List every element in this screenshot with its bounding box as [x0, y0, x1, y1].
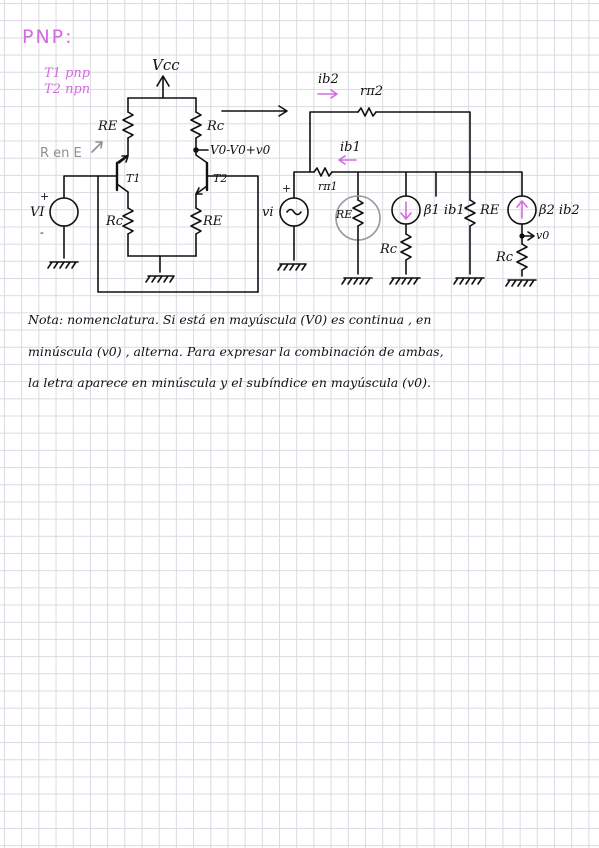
- beta1-label: β1 ib1: [424, 203, 465, 218]
- re-top-resistor: [122, 111, 134, 139]
- note-line-2: minúscula (v0) , alterna. Para expresar …: [28, 344, 444, 359]
- re-bottom-label: RE: [203, 214, 223, 229]
- transform-arrow: [221, 105, 288, 117]
- re2-label: RE: [480, 203, 500, 218]
- note-line-3: la letra aparece en minúscula y el subín…: [28, 375, 431, 390]
- vcc-label: Vcc: [152, 56, 180, 74]
- r-en-e-annotation: R en E: [40, 146, 82, 161]
- t2-type-note: T2 npn: [44, 82, 91, 97]
- vin-source: [49, 197, 79, 227]
- rpi2-resistor: [357, 107, 377, 117]
- t2-label: T2: [213, 172, 228, 185]
- vin-plus: +: [40, 190, 50, 203]
- rc2-label: Rc: [496, 250, 514, 265]
- vi-label: vi: [262, 205, 274, 220]
- vin-minus: -: [40, 226, 44, 239]
- vo-label: v0: [536, 229, 550, 242]
- vin-ground: [47, 261, 79, 269]
- re-top-label: RE: [98, 119, 118, 134]
- rpi2-label: rπ2: [360, 84, 384, 99]
- ib1-label: ib1: [340, 140, 361, 155]
- ib2-arrow: [317, 89, 338, 99]
- r-en-e-arrow: [91, 141, 103, 153]
- page-title: PNP:: [22, 26, 74, 48]
- ib1-arrow: [338, 155, 357, 165]
- vin-label: VI: [30, 205, 45, 220]
- rc-top-resistor: [190, 111, 202, 139]
- re2-resistor: [464, 199, 476, 227]
- t2-transistor: [195, 161, 259, 293]
- vout-label: V0-V0+v0: [210, 143, 271, 157]
- rc2-resistor: [516, 243, 528, 271]
- beta2-label: β2 ib2: [539, 203, 580, 218]
- rpi1-resistor: [313, 167, 333, 177]
- ib2-label: ib2: [318, 72, 339, 87]
- small-signal-circuit: [277, 89, 537, 287]
- t1-transistor: [63, 155, 129, 199]
- re-circled-label: RE: [336, 208, 353, 221]
- t1-type-note: T1 pnp: [44, 66, 91, 81]
- re-circled-resistor: [352, 199, 364, 227]
- rc1-resistor: [400, 233, 412, 261]
- rc-top-label: Rc: [207, 119, 225, 134]
- re-bottom-resistor: [190, 207, 202, 235]
- vi-plus: +: [282, 182, 292, 195]
- rc-bottom-resistor: [122, 207, 134, 235]
- vcc-arrow: [156, 75, 170, 99]
- t1-label: T1: [126, 172, 141, 185]
- ground-symbol: [145, 275, 175, 283]
- note-line-1: Nota: nomenclatura. Si está en mayúscula…: [28, 312, 432, 327]
- rc1-label: Rc: [380, 242, 398, 257]
- dc-circuit: [47, 75, 259, 293]
- rc-bottom-label: Rc: [106, 214, 124, 229]
- rpi1-label: rπ1: [318, 180, 338, 193]
